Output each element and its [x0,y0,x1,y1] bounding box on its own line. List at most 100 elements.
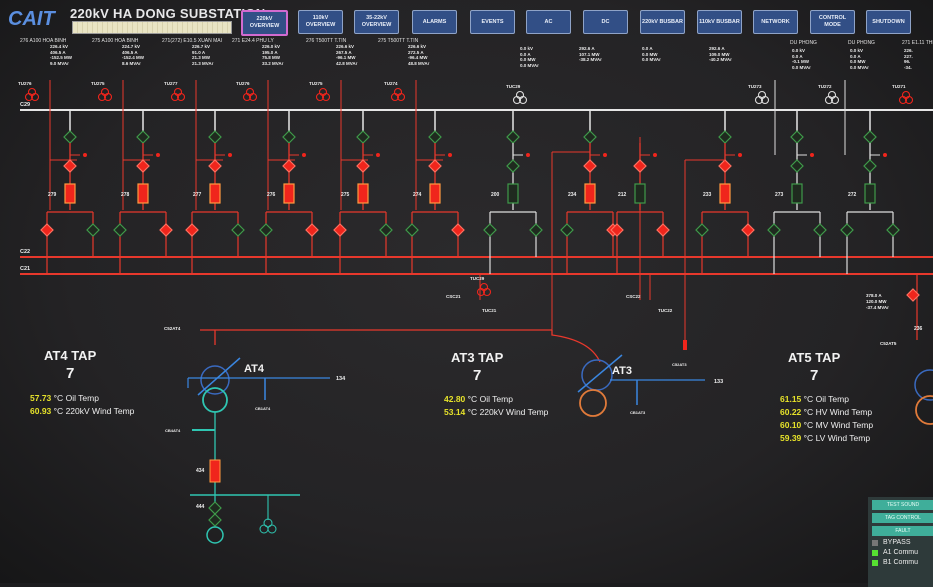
disconnector[interactable] [208,501,222,515]
bus-disconnector[interactable] [718,130,732,144]
circuit-breaker[interactable] [64,183,76,204]
nav-button-7[interactable]: 220kV BUSBAR [640,10,685,34]
earth-switch[interactable] [526,153,530,157]
status-checkbox[interactable]: A1 Commu [872,549,933,556]
busbar-selector-c21[interactable] [560,223,574,237]
circuit-breaker[interactable] [209,459,221,483]
busbar-selector-c21[interactable] [40,223,54,237]
circuit-breaker[interactable] [634,183,646,204]
busbar-selector-c21[interactable] [610,223,624,237]
busbar-selector-c21[interactable] [840,223,854,237]
temperature-label: Oil Temp [479,394,513,404]
circuit-breaker[interactable] [283,183,295,204]
circuit-breaker[interactable] [507,183,519,204]
line-disconnector[interactable] [208,159,222,173]
busbar-selector-c21[interactable] [405,223,419,237]
at4-lv-winding-icon [202,387,228,413]
panel-button[interactable]: TAG CONTROL [872,513,933,523]
earth-switch[interactable] [302,153,306,157]
busbar-selector-c22[interactable] [741,223,755,237]
earth-switch[interactable] [376,153,380,157]
bus-disconnector[interactable] [282,130,296,144]
busbar-selector-c22[interactable] [451,223,465,237]
line-disconnector[interactable] [282,159,296,173]
busbar-selector-c22[interactable] [886,223,900,237]
busbar-selector-c21[interactable] [483,223,497,237]
bus-disconnector[interactable] [583,130,597,144]
vt-label: TU275 [91,81,105,86]
bus-disconnector[interactable] [428,130,442,144]
earth-switch[interactable] [738,153,742,157]
nav-button-8[interactable]: 110kV BUSBAR [697,10,742,34]
line-disconnector[interactable] [718,159,732,173]
nav-button-4[interactable]: EVENTS [470,10,515,34]
line-disconnector[interactable] [428,159,442,173]
busbar-selector-c22[interactable] [86,223,100,237]
panel-button[interactable]: FAULT [872,526,933,536]
line-disconnector[interactable] [506,159,520,173]
disconnector[interactable] [906,288,920,302]
busbar-selector-c21[interactable] [113,223,127,237]
nav-button-5[interactable]: AC [526,10,571,34]
voltage-transformer-icon [754,90,770,105]
busbar-selector-c21[interactable] [185,223,199,237]
earth-switch[interactable] [653,153,657,157]
bus-disconnector[interactable] [208,130,222,144]
busbar-selector-c22[interactable] [379,223,393,237]
busbar-selector-c22[interactable] [529,223,543,237]
nav-button-1[interactable]: 110kV OVERVIEW [298,10,343,34]
line-disconnector[interactable] [790,159,804,173]
line-disconnector[interactable] [136,159,150,173]
nav-button-10[interactable]: CONTROL MODE [810,10,855,34]
circuit-breaker[interactable] [719,183,731,204]
bus-disconnector[interactable] [136,130,150,144]
earth-switch[interactable] [883,153,887,157]
bus-disconnector[interactable] [790,130,804,144]
nav-button-0[interactable]: 220kV OVERVIEW [241,10,288,36]
bus-disconnector[interactable] [63,130,77,144]
disconnector[interactable] [208,513,222,527]
nav-button-9[interactable]: NETWORK [753,10,798,34]
feeder-name: 275 T500TT T.TIN [378,38,419,44]
circuit-breaker[interactable] [357,183,369,204]
bus-disconnector[interactable] [863,130,877,144]
busbar-selector-c22[interactable] [305,223,319,237]
status-checkbox[interactable]: B1 Commu [872,559,933,566]
earth-switch[interactable] [83,153,87,157]
bus-disconnector[interactable] [356,130,370,144]
line-disconnector[interactable] [633,159,647,173]
feeder-name: 271(272) E10.5 XUAN MAI [162,38,223,44]
circuit-breaker[interactable] [137,183,149,204]
panel-button[interactable]: TEST SOUND [872,500,933,510]
line-disconnector[interactable] [356,159,370,173]
busbar-selector-c22[interactable] [231,223,245,237]
busbar-selector-c21[interactable] [767,223,781,237]
earth-switch[interactable] [448,153,452,157]
busbar-selector-c21[interactable] [333,223,347,237]
nav-button-2[interactable]: 35-22kV OVERVIEW [354,10,399,34]
circuit-breaker[interactable] [209,183,221,204]
circuit-breaker[interactable] [429,183,441,204]
line-disconnector[interactable] [863,159,877,173]
line-disconnector[interactable] [63,159,77,173]
earth-switch[interactable] [228,153,232,157]
circuit-breaker[interactable] [791,183,803,204]
earth-switch[interactable] [603,153,607,157]
earth-switch[interactable] [156,153,160,157]
line-disconnector[interactable] [583,159,597,173]
circuit-breaker[interactable] [584,183,596,204]
bus-label: C21 [20,266,30,272]
busbar-selector-c21[interactable] [259,223,273,237]
nav-button-3[interactable]: ALARMS [412,10,457,34]
aux-transformer-icon [263,518,273,528]
nav-button-6[interactable]: DC [583,10,628,34]
nav-button-11[interactable]: SHUTDOWN [866,10,911,34]
busbar-selector-c22[interactable] [656,223,670,237]
bus-disconnector[interactable] [506,130,520,144]
busbar-selector-c21[interactable] [695,223,709,237]
earth-switch[interactable] [810,153,814,157]
circuit-breaker[interactable] [864,183,876,204]
status-checkbox[interactable]: BYPASS [872,539,933,546]
busbar-selector-c22[interactable] [159,223,173,237]
busbar-selector-c22[interactable] [813,223,827,237]
